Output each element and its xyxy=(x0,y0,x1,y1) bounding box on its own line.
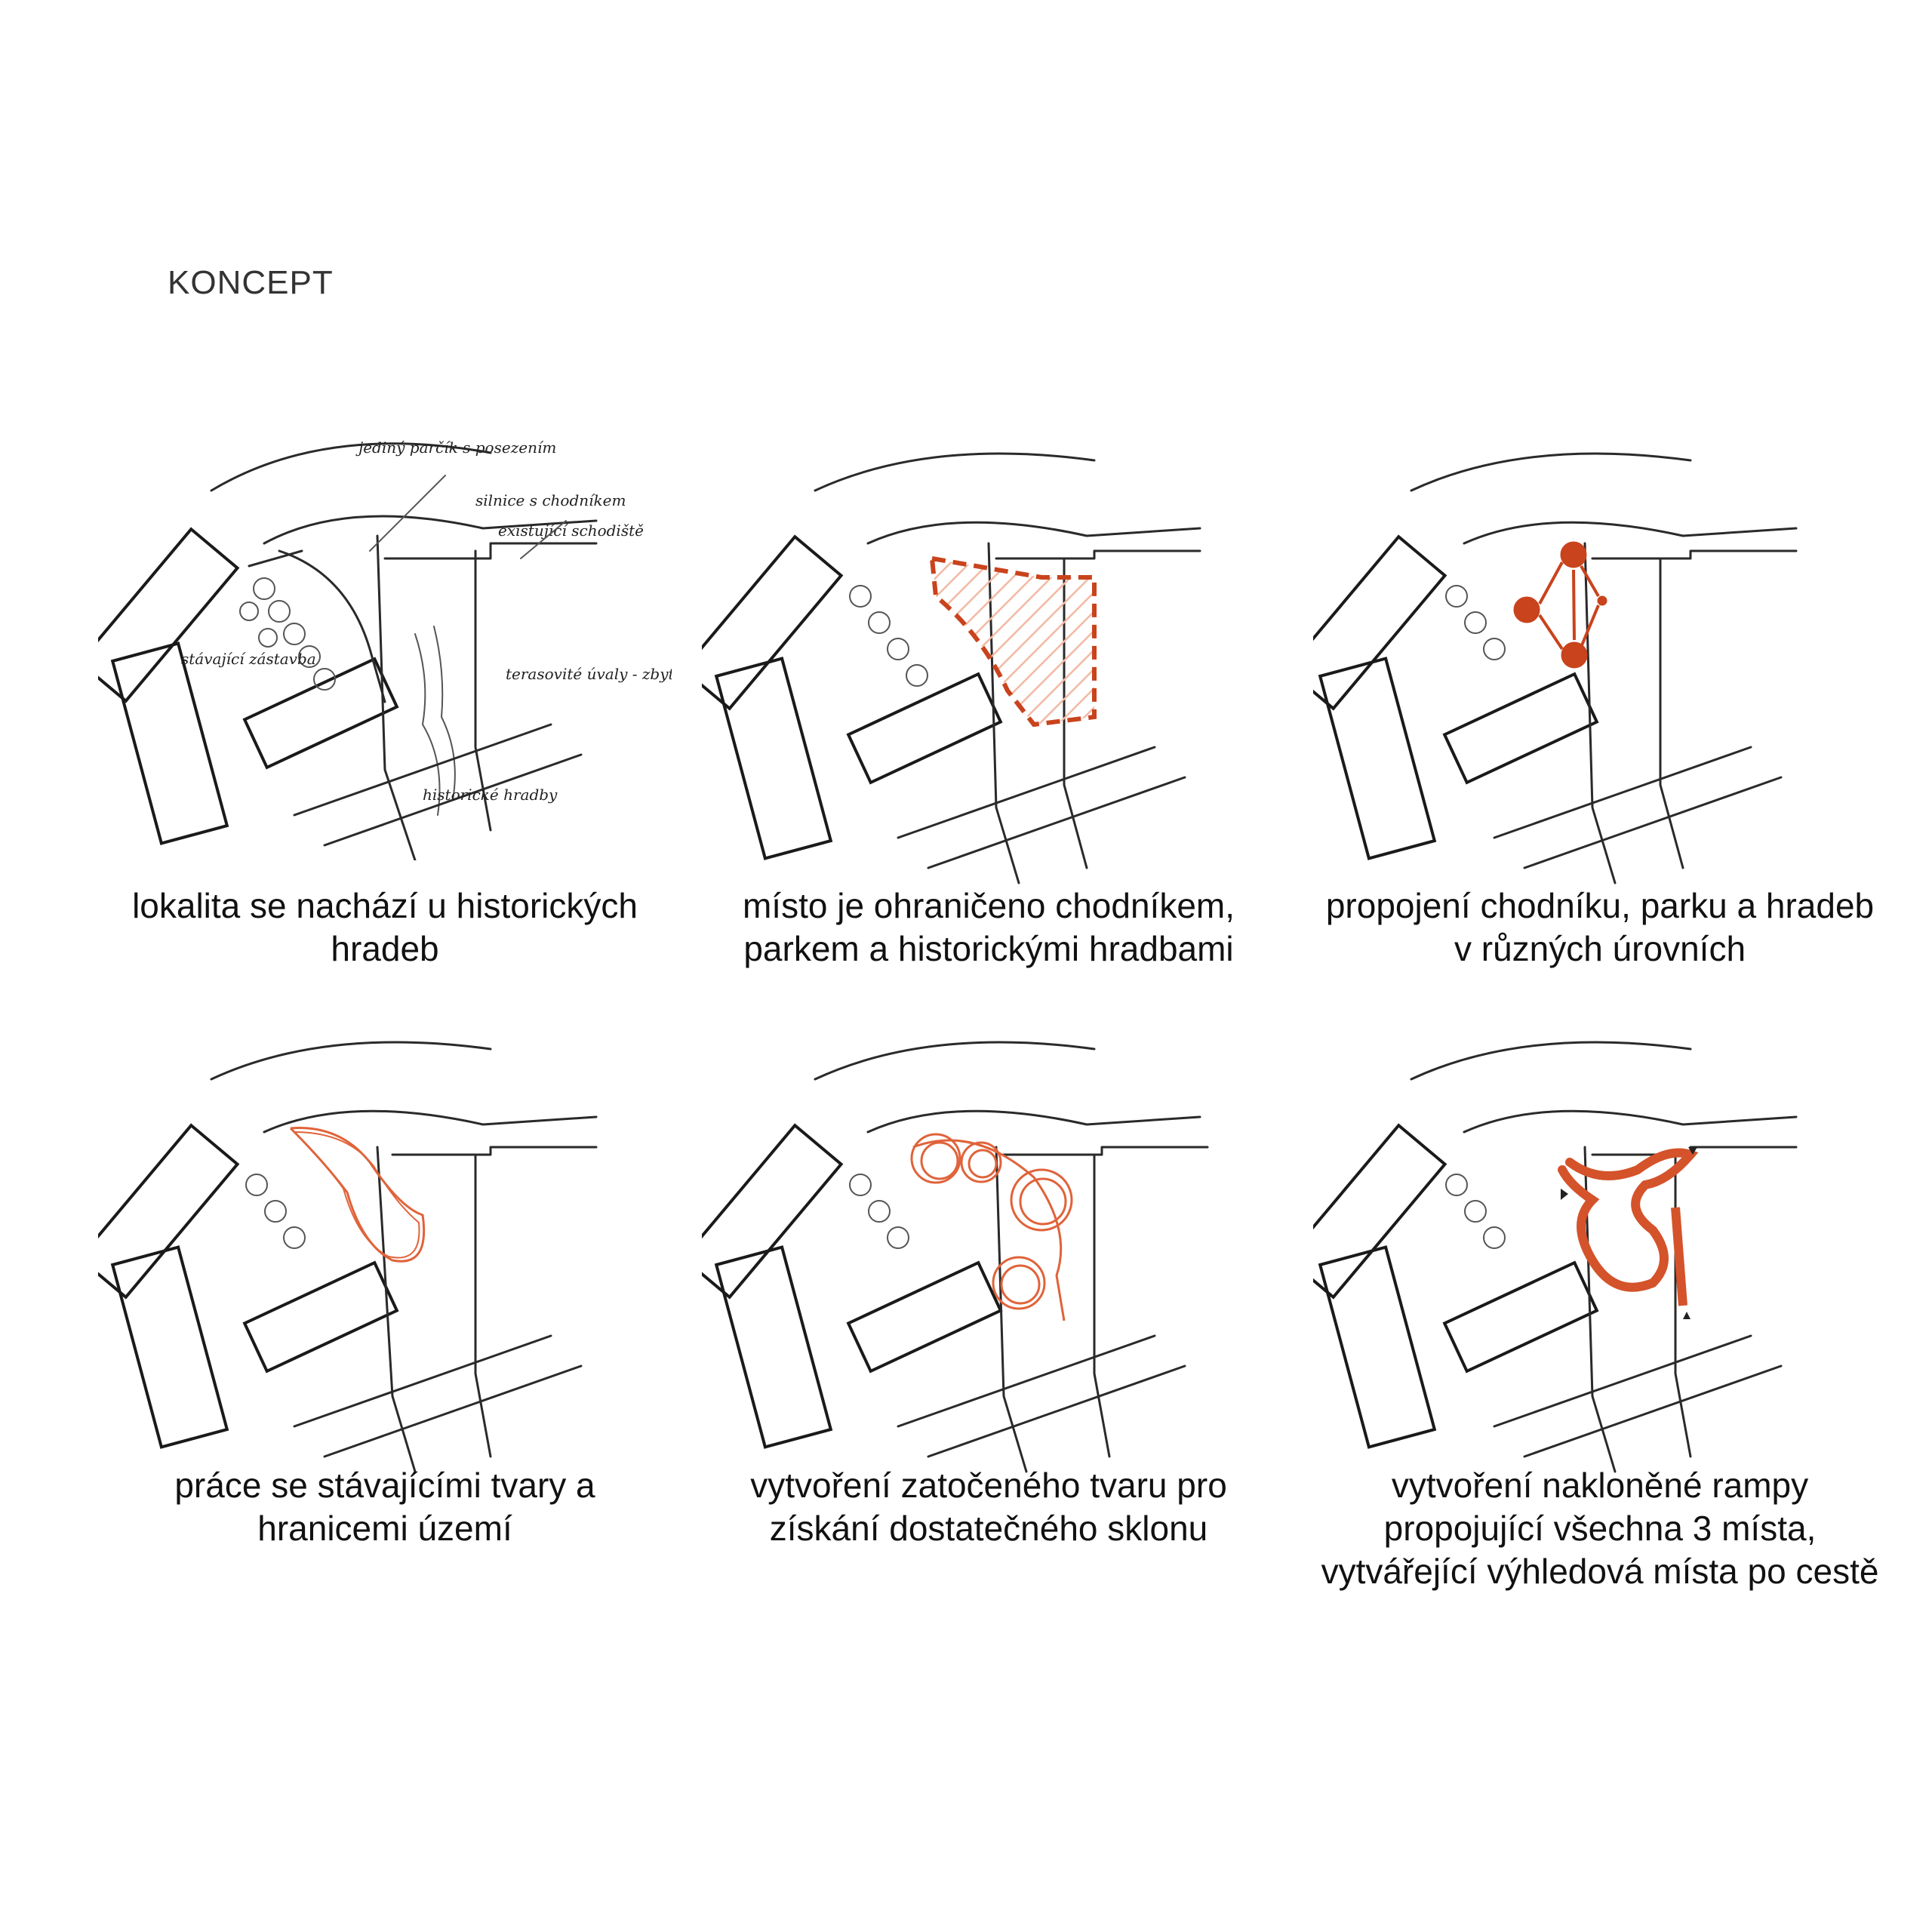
concept-panel-2: místo je ohraničeno chodníkem, parkem a … xyxy=(702,445,1275,974)
caption-2: místo je ohraničeno chodníkem, parkem a … xyxy=(742,886,1235,968)
site-sketch-1: jediný parčík s posezením silnice s chod… xyxy=(98,438,672,860)
annotation-buildings: stávající zástavba xyxy=(181,650,316,668)
annotation-road: silnice s chodníkem xyxy=(475,491,626,509)
base-map xyxy=(702,1041,1209,1473)
ramp-end xyxy=(1671,1207,1687,1306)
caption-3: propojení chodníku, parku a hradeb v růz… xyxy=(1325,886,1875,968)
base-map xyxy=(98,1041,598,1473)
concept-panel-5: vytvoření zatočeného tvaru pro získání d… xyxy=(702,1034,1275,1577)
page-title: KONCEPT xyxy=(168,264,334,301)
concept-panel-6: vytvoření nakloněné rampy propojující vš… xyxy=(1313,1034,1887,1653)
concept-panel-4: práce se stávajícími tvary a hranicemi ú… xyxy=(98,1034,672,1577)
concept-panel-3: propojení chodníku, parku a hradeb v růz… xyxy=(1313,445,1887,974)
caption-6: vytvoření nakloněné rampy propojující vš… xyxy=(1321,1466,1879,1591)
leader-line xyxy=(369,475,446,552)
caption-5: vytvoření zatočeného tvaru pro získání d… xyxy=(750,1466,1227,1548)
spiral-loops xyxy=(910,1133,1073,1321)
site-sketch-4 xyxy=(98,1041,598,1473)
site-sketch-3 xyxy=(1313,452,1798,884)
annotation-stairs: existující schodiště xyxy=(498,521,644,540)
base-map xyxy=(1313,452,1798,884)
viewpoint-markers xyxy=(1561,1147,1697,1319)
leader-line xyxy=(520,520,567,559)
site-sketch-6 xyxy=(1313,1041,1798,1473)
ramp-path xyxy=(1558,1148,1699,1292)
node-small xyxy=(1597,595,1607,606)
annotation-terraces: terasovité úvaly - zbytky hradeb xyxy=(506,665,672,683)
site-sketch-5 xyxy=(702,1041,1209,1473)
node-left xyxy=(1513,596,1540,623)
trees xyxy=(239,577,336,691)
site-sketch-2 xyxy=(702,452,1201,884)
node-bottom xyxy=(1561,641,1588,669)
node-top xyxy=(1560,541,1587,568)
annotation-walls: historické hradby xyxy=(423,786,558,804)
base-map xyxy=(98,442,598,860)
connection-arrows xyxy=(1538,561,1600,651)
caption-1: lokalita se nachází u historických hrade… xyxy=(132,886,638,968)
base-map xyxy=(702,452,1201,884)
connection-nodes xyxy=(1513,541,1607,669)
caption-4: práce se stávajícími tvary a hranicemi ú… xyxy=(174,1466,595,1548)
base-map xyxy=(1313,1041,1798,1473)
annotation-park: jediný parčík s posezením xyxy=(355,438,556,457)
existing-shape-stroke xyxy=(294,1131,420,1259)
site-area-hatched xyxy=(929,555,1097,728)
concept-panel-1: jediný parčík s posezením silnice s chod… xyxy=(98,408,672,981)
